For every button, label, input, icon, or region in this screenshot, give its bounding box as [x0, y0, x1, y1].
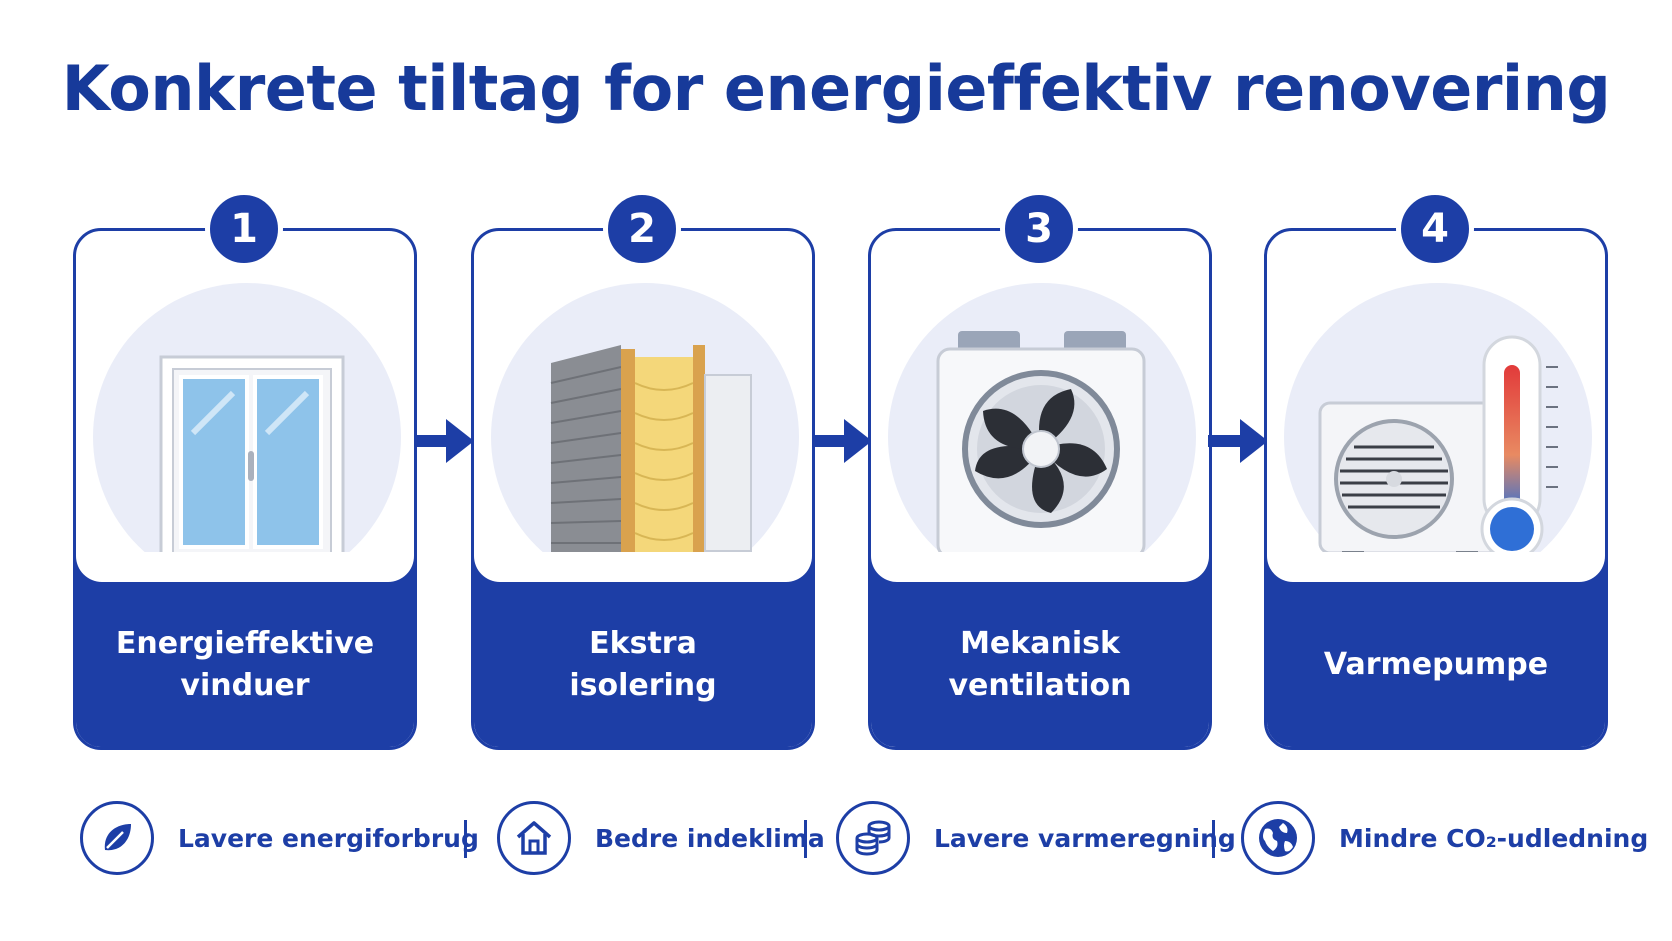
insulation-wall-icon	[491, 283, 799, 591]
benefit-item: Lavere varmeregning	[836, 800, 1236, 876]
heat-pump-icon	[1284, 283, 1592, 591]
divider	[464, 820, 467, 858]
arrow-right-icon	[812, 419, 872, 463]
step-number-badge: 1	[205, 190, 283, 268]
arrow-right-icon	[1208, 419, 1268, 463]
benefit-label: Lavere energiforbrug	[178, 823, 479, 853]
window-icon	[93, 283, 401, 591]
house-icon	[497, 801, 571, 875]
ventilation-unit-icon	[888, 283, 1196, 591]
benefit-label: Bedre indeklima	[595, 823, 825, 853]
benefit-item: Mindre CO₂-udledning	[1241, 800, 1648, 876]
step-number-badge: 3	[1000, 190, 1078, 268]
step-card-4: Varmepumpe	[1264, 228, 1608, 750]
benefit-item: Bedre indeklima	[497, 800, 825, 876]
benefit-item: Lavere energiforbrug	[80, 800, 479, 876]
step-label: Mekanisk ventilation	[948, 625, 1132, 703]
divider	[1212, 820, 1215, 858]
divider	[804, 820, 807, 858]
benefit-label: Mindre CO₂-udledning	[1339, 823, 1649, 853]
step-card-3: Mekanisk ventilation	[868, 228, 1212, 750]
globe-icon	[1241, 801, 1315, 875]
leaf-icon	[80, 801, 154, 875]
step-label: Energieffektive vinduer	[115, 625, 375, 703]
benefit-label: Lavere varmeregning	[934, 823, 1236, 853]
arrow-right-icon	[414, 419, 474, 463]
step-card-1: Energieffektive vinduer	[73, 228, 417, 750]
coins-icon	[836, 801, 910, 875]
step-card-2: Ekstra isolering	[471, 228, 815, 750]
step-number-badge: 2	[603, 190, 681, 268]
benefits-row: Lavere energiforbrug Bedre indeklima	[0, 800, 1672, 880]
step-number-badge: 4	[1396, 190, 1474, 268]
page-title: Konkrete tiltag for energieffektiv renov…	[61, 52, 1611, 125]
step-label: Ekstra isolering	[569, 625, 717, 703]
step-label: Varmepumpe	[1323, 646, 1549, 682]
